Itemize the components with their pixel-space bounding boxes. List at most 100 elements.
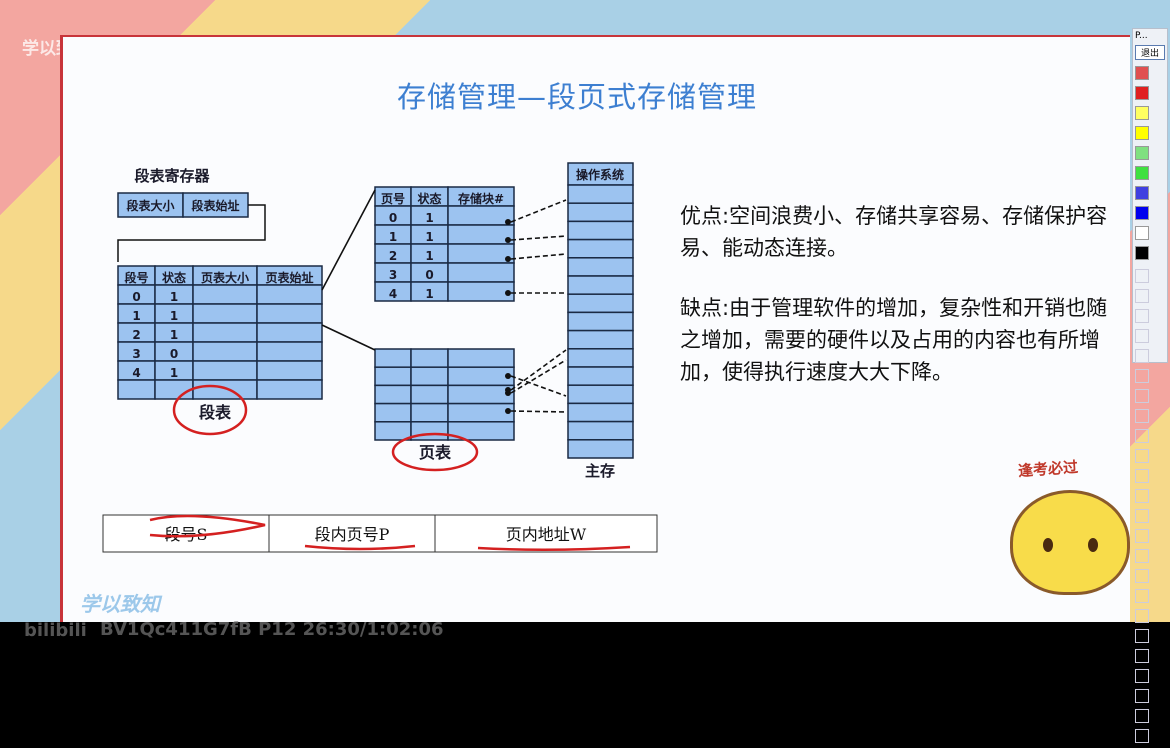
plus-icon[interactable] (1135, 549, 1149, 563)
text-icon[interactable] (1135, 449, 1149, 463)
page-table-2-cell (447, 421, 515, 441)
video-info: BV1Qc411G7fB P12 26:30/1:02:06 (100, 619, 444, 640)
tool-buttons (1133, 268, 1167, 748)
freehand-icon[interactable] (1135, 269, 1149, 283)
page-table-2-cell (447, 384, 515, 405)
page-table-header: 页号 (381, 191, 405, 206)
cross-icon[interactable] (1135, 489, 1149, 503)
color-swatch[interactable] (1135, 246, 1149, 260)
new-page-icon[interactable] (1135, 629, 1149, 643)
segment-table-value: 4 (132, 366, 140, 380)
zoom-icon[interactable] (1135, 529, 1149, 543)
page-table-value: 1 (425, 287, 433, 301)
segment-table-value: 1 (170, 366, 178, 380)
pointer-dot (505, 387, 511, 393)
address-field-label: 段号S (165, 525, 208, 544)
segment-table-value: 3 (132, 347, 140, 361)
color-swatch[interactable] (1135, 86, 1149, 100)
crop-icon[interactable] (1135, 509, 1149, 523)
color-palette (1133, 62, 1167, 268)
page-table-cell (447, 205, 515, 226)
memory-block (567, 184, 634, 204)
segment-table-value: 1 (132, 309, 140, 323)
segment-table-cell (256, 322, 323, 343)
segment-table-cell (256, 341, 323, 362)
dashed-arrow (510, 253, 567, 260)
annotation-underline (304, 544, 416, 551)
dashed-arrow (510, 410, 567, 413)
undo-icon[interactable] (1135, 589, 1149, 603)
page-table-2-cell (374, 366, 412, 387)
toolbar-title: P... (1135, 31, 1148, 41)
color-swatch[interactable] (1135, 66, 1149, 80)
page-table-cell (447, 262, 515, 283)
page-table-2-cell (374, 348, 412, 368)
register-cell (182, 192, 249, 218)
page-table-value: 1 (425, 230, 433, 244)
arrow (321, 324, 376, 351)
segment-table-header: 页表始址 (265, 270, 313, 285)
page-table-value: 0 (389, 211, 397, 225)
page-table-value: 2 (389, 249, 397, 263)
memory-block (567, 257, 634, 277)
register-cell-label: 段表始址 (191, 198, 239, 213)
page-table-2-cell (374, 384, 412, 405)
segment-table-cell (117, 379, 156, 400)
segment-table-header: 页表大小 (201, 270, 249, 285)
page-table-cell (447, 281, 515, 302)
line-icon[interactable] (1135, 309, 1149, 323)
screen-icon[interactable] (1135, 709, 1149, 723)
info-icon[interactable] (1135, 729, 1149, 743)
segment-table-value: 0 (132, 290, 140, 304)
minus-icon[interactable] (1135, 569, 1149, 583)
segment-table-cell (256, 360, 323, 381)
color-swatch[interactable] (1135, 186, 1149, 200)
register-title: 段表寄存器 (134, 167, 210, 185)
annotation-underline (477, 545, 631, 552)
color-swatch[interactable] (1135, 226, 1149, 240)
memory-header: 操作系统 (576, 167, 624, 182)
color-swatch[interactable] (1135, 206, 1149, 220)
trash-icon[interactable] (1135, 609, 1149, 623)
color-swatch[interactable] (1135, 106, 1149, 120)
segment-table-cell (192, 341, 258, 362)
segment-table-value: 0 (170, 347, 178, 361)
memory-block (567, 366, 634, 386)
color-swatch[interactable] (1135, 146, 1149, 160)
segment-table-label: 段表 (199, 403, 232, 422)
page-table-value: 1 (425, 211, 433, 225)
sticker-text: 逢考必过 (1017, 457, 1079, 481)
pointer-dot (505, 408, 511, 414)
filled-ellipse-icon[interactable] (1135, 409, 1149, 423)
double-arrow-icon[interactable] (1135, 429, 1149, 443)
color-swatch[interactable] (1135, 166, 1149, 180)
arrow-icon[interactable] (1135, 329, 1149, 343)
filled-rect-icon[interactable] (1135, 369, 1149, 383)
exit-button[interactable]: 退出 (1135, 45, 1165, 60)
dashed-arrow (510, 235, 567, 241)
page-table-2-cell (410, 366, 449, 387)
memory-block (567, 348, 634, 368)
page-table-2-cell (410, 402, 449, 423)
ellipse-icon[interactable] (1135, 389, 1149, 403)
arrow (321, 189, 376, 291)
slide-title: 存储管理—段页式存储管理 (397, 80, 758, 114)
print-icon[interactable] (1135, 669, 1149, 683)
pencil-icon[interactable] (1135, 289, 1149, 303)
color-swatch[interactable] (1135, 126, 1149, 140)
segment-table-value: 1 (170, 328, 178, 342)
memory-block (567, 329, 634, 350)
rectangle-icon[interactable] (1135, 349, 1149, 363)
segment-table-cell (256, 303, 323, 324)
video-info-bar (0, 622, 1170, 660)
copy-icon[interactable] (1135, 649, 1149, 663)
segment-table-value: 1 (170, 290, 178, 304)
memory-block (567, 439, 634, 459)
check-icon[interactable] (1135, 469, 1149, 483)
page-table-2-cell (447, 348, 515, 368)
save-icon[interactable] (1135, 689, 1149, 703)
memory-block (567, 311, 634, 332)
segment-table-header: 状态 (162, 270, 186, 285)
memory-block (567, 238, 634, 259)
